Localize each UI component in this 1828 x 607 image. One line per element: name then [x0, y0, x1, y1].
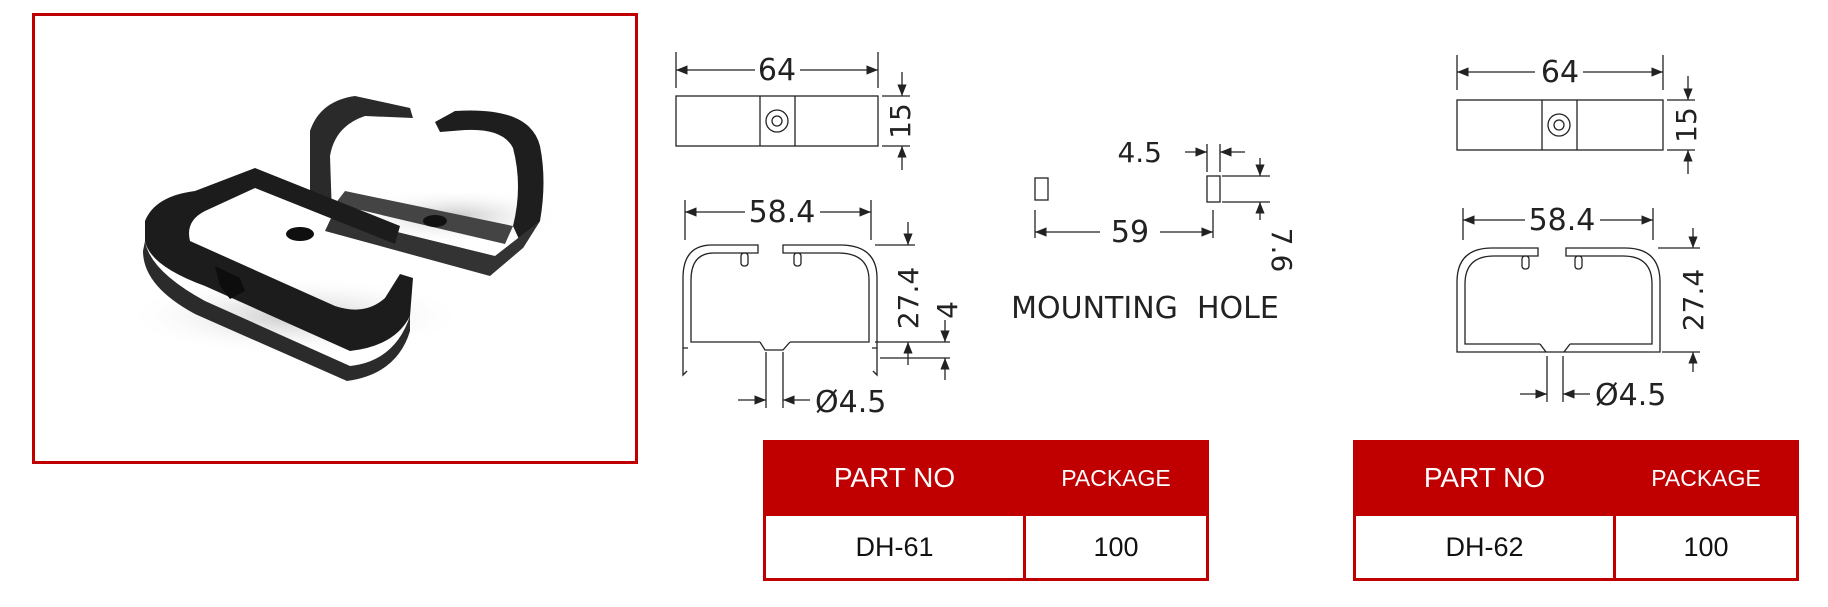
- cell-package: 100: [1613, 513, 1796, 578]
- mounting-hole-drawing: [1034, 144, 1270, 238]
- header-part-no: PART NO: [1356, 443, 1613, 513]
- drawing-dh62: [1456, 55, 1700, 402]
- dh62-height-top: 15: [1670, 107, 1703, 143]
- drawing-dh61: [675, 52, 950, 408]
- mount-hole-width: 4.5: [1117, 136, 1162, 169]
- dh62-hole-diameter: Ø4.5: [1595, 378, 1666, 413]
- table-row: DH-61 100: [766, 513, 1206, 578]
- dh61-height-side: 27.4: [892, 267, 925, 329]
- cell-part-no: DH-61: [766, 513, 1023, 578]
- holder-front-part: [143, 168, 413, 381]
- dh62-width-top: 64: [1541, 55, 1579, 90]
- mount-hole-height: 7.6: [1265, 228, 1298, 273]
- dimension-labels: 64 15 58.4 27.4 4 Ø4.5 4.5 59 7.6 MOUNTI…: [749, 53, 1710, 420]
- header-part-no: PART NO: [766, 443, 1023, 513]
- dh61-foot-height: 4: [931, 301, 964, 319]
- dh61-width-top: 64: [758, 53, 796, 88]
- dh62-width-inner: 58.4: [1529, 203, 1596, 238]
- cable-holder-photo: [125, 96, 565, 381]
- cell-part-no: DH-62: [1356, 513, 1613, 578]
- dh61-hole-diameter: Ø4.5: [815, 385, 886, 420]
- part-table-dh62: PART NO PACKAGE DH-62 100: [1353, 440, 1799, 581]
- table-header-row: PART NO PACKAGE: [1356, 443, 1796, 513]
- mounting-hole-caption: MOUNTING HOLE: [1011, 291, 1279, 326]
- dh61-width-inner: 58.4: [749, 195, 816, 230]
- table-header-row: PART NO PACKAGE: [766, 443, 1206, 513]
- cell-package: 100: [1023, 513, 1206, 578]
- header-package: PACKAGE: [1023, 443, 1206, 513]
- product-photo-frame: [32, 13, 638, 464]
- header-package: PACKAGE: [1613, 443, 1796, 513]
- dh61-height-top: 15: [884, 103, 917, 139]
- mount-spacing: 59: [1111, 215, 1149, 250]
- dh62-height-side: 27.4: [1677, 269, 1710, 331]
- part-table-dh61: PART NO PACKAGE DH-61 100: [763, 440, 1209, 581]
- table-row: DH-62 100: [1356, 513, 1796, 578]
